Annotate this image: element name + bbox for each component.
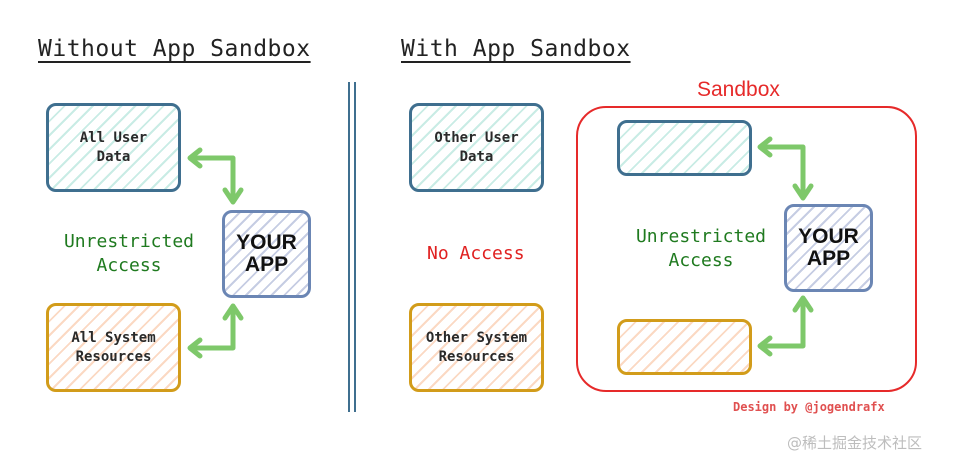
sandbox-system-box	[617, 319, 752, 375]
sandbox-data-box	[617, 120, 752, 176]
left-system-box: All System Resources	[46, 303, 181, 392]
watermark: @稀土掘金技术社区	[787, 434, 923, 452]
sandbox-app-label: YOUR APP	[798, 225, 859, 270]
left-access-label: Unrestricted Access	[63, 231, 195, 276]
sandbox-app-box: YOUR APP	[784, 204, 873, 292]
arrow-sandbox-bottom	[759, 301, 806, 349]
left-system-label: All System Resources	[71, 329, 156, 365]
right-system-label: Other System Resources	[425, 329, 528, 365]
right-system-box: Other System Resources	[409, 303, 544, 392]
sandbox-title: Sandbox	[697, 78, 780, 101]
sandbox-access-label: Unrestricted Access	[635, 226, 767, 271]
left-app-box: YOUR APP	[222, 210, 311, 298]
design-credit: Design by @jogendrafx	[733, 400, 885, 414]
left-user-data-box: All User Data	[46, 103, 181, 192]
arrow-left-top	[189, 155, 236, 201]
left-user-data-label: All User Data	[79, 129, 148, 165]
right-user-data-label: Other User Data	[434, 129, 519, 165]
arrow-sandbox-top	[759, 144, 806, 197]
panel-divider	[348, 82, 356, 412]
right-heading: With App Sandbox	[401, 36, 631, 62]
left-heading: Without App Sandbox	[38, 36, 311, 62]
right-user-data-box: Other User Data	[409, 103, 544, 192]
no-access-label: No Access	[427, 243, 525, 264]
left-app-label: YOUR APP	[236, 231, 297, 276]
sandbox-frame	[576, 106, 917, 392]
arrow-left-bottom	[189, 309, 236, 351]
